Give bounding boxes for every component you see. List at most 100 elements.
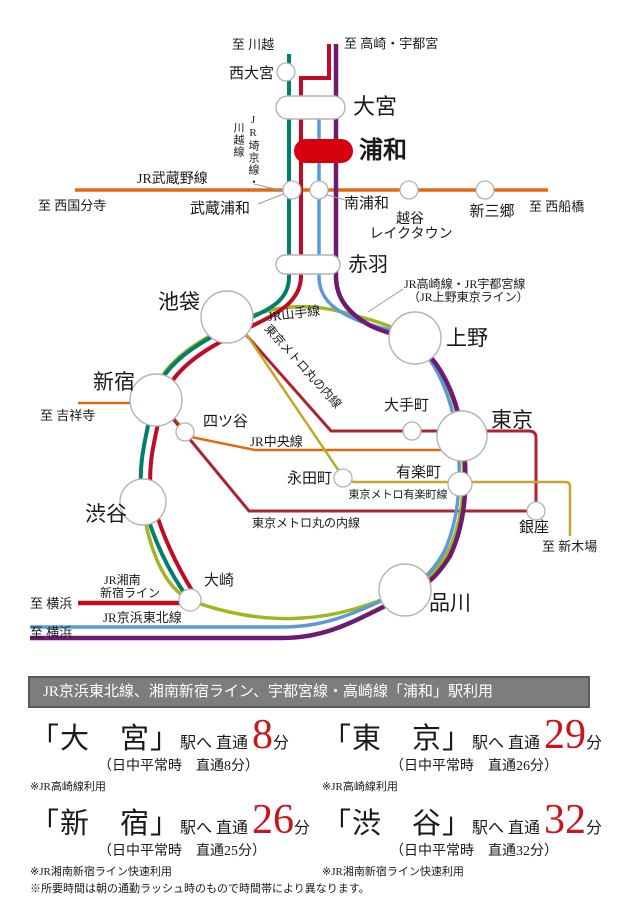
station-label-urawa: 浦和 (359, 136, 407, 164)
station-shin-misato-circle (475, 180, 495, 200)
station-nagatacho-circle (333, 468, 353, 488)
station-label-ginza: 銀座 (519, 519, 549, 536)
route-note: ※JR高崎線利用 (322, 781, 398, 793)
station-tokyo-circle (436, 410, 488, 462)
dir-kichijoji: 至 吉祥寺 (40, 408, 95, 423)
station-ikebukuro-circle (200, 290, 254, 344)
station-label-akabane: 赤羽 (348, 253, 388, 276)
station-omiya-box (275, 95, 346, 120)
route-minutes: 26 (252, 797, 295, 843)
leader-takasaki-label (367, 288, 404, 313)
dir-nishi-funabashi: 至 西船橋 (529, 199, 584, 214)
route-direct-label: 直通 (508, 735, 541, 752)
station-label-koshigaya-1: 越谷 (396, 211, 424, 227)
station-osaki-circle (178, 588, 202, 612)
station-yotsuya-circle (175, 422, 195, 442)
label-musashino-line: JR武蔵野線 (137, 171, 208, 187)
label-keihin-line: JR京浜東北線 (103, 610, 182, 625)
route-station-name: 「新 宿」 (30, 808, 181, 840)
route-minutes: 8 (252, 712, 274, 758)
dir-nishi-kokubunji: 至 西国分寺 (38, 198, 106, 213)
route-station-name: 「大 宮」 (30, 723, 181, 755)
station-label-yurakucho: 有楽町 (396, 464, 441, 481)
route-direct-label: 直通 (508, 820, 541, 837)
access-header-text: JR京浜東北線、湘南新宿ライン、宇都宮線・高崎線「浦和」駅利用 (43, 684, 493, 700)
dir-takasaki-utsunomiya: 至 高崎・宇都宮 (344, 36, 438, 51)
label-takasaki-line-1: JR高崎線・JR宇都宮線 (404, 276, 525, 291)
station-label-otemachi: 大手町 (384, 397, 429, 414)
route-omiya: 「大 宮」駅へ 直通 8分 （日中平常時 直通8分） ※JR高崎線利用 (30, 714, 315, 794)
station-shibuya-circle (119, 478, 167, 526)
station-ginza-circle (526, 501, 546, 521)
label-takasaki-line-2: （JR上野東京ライン） (408, 290, 529, 304)
route-to-label: 駅へ (472, 735, 505, 752)
station-urawa-box (294, 139, 353, 163)
label-yurakucho-line: 東京メトロ有楽町線 (349, 487, 448, 501)
station-label-osaki: 大崎 (204, 572, 234, 589)
footer-disclaimer: ※所要時間は朝の通勤ラッシュ時のもので時間帯により異なります。 (30, 883, 370, 895)
route-minutes: 29 (544, 712, 587, 758)
station-label-shinagawa: 品川 (429, 591, 471, 615)
shonan-shinjuku-line-north (299, 44, 331, 97)
station-nishi-omiya-circle (276, 62, 296, 82)
station-akabane-box (275, 254, 341, 275)
station-label-nishi-omiya: 西大宮 (229, 65, 274, 82)
label-marunouchi-bottom: 東京メトロ丸の内線 (252, 515, 360, 530)
station-label-yotsuya: 四ツ谷 (203, 413, 248, 430)
route-note: ※JR高崎線利用 (30, 781, 106, 793)
station-koshigaya-laketown-circle (399, 180, 419, 200)
label-shonan-1: JR湘南 (104, 572, 141, 587)
station-label-omiya: 大宮 (353, 94, 397, 119)
dir-yokohama-2: 至 横浜 (30, 625, 72, 640)
route-direct-label: 直通 (216, 735, 249, 752)
route-normal-time: （日中平常時 直通25分） (98, 844, 266, 859)
route-tokyo: 「東 京」駅へ 直通 29分 （日中平常時 直通26分） ※JR高崎線利用 (322, 714, 607, 794)
station-label-shibuya: 渋谷 (85, 502, 127, 526)
route-minutes-unit: 分 (586, 820, 603, 837)
station-minami-urawa-circle (309, 180, 329, 200)
route-note: ※JR湘南新宿ライン快速利用 (30, 866, 172, 878)
dir-shin-kiba: 至 新木場 (542, 539, 597, 554)
station-musashi-urawa-circle (282, 180, 302, 200)
dir-kawagoe: 至 川越 (232, 37, 274, 52)
route-map-svg: 至 川越 至 高崎・宇都宮 至 西国分寺 至 西船橋 至 吉祥寺 至 横浜 至 … (30, 36, 597, 641)
station-ueno-circle (388, 311, 442, 365)
station-label-shinjuku: 新宿 (93, 370, 135, 394)
route-to-label: 駅へ (180, 820, 213, 837)
station-otemachi-circle (402, 421, 422, 441)
station-yurakucho-circle (447, 471, 473, 497)
route-to-label: 駅へ (472, 820, 505, 837)
route-normal-time: （日中平常時 直通26分） (390, 759, 558, 774)
route-normal-time: （日中平常時 直通8分） (98, 759, 259, 774)
route-direct-label: 直通 (216, 820, 249, 837)
label-chuo-line: JR中央線 (250, 434, 303, 449)
route-shibuya: 「渋 谷」駅へ 直通 32分 （日中平常時 直通32分） ※JR湘南新宿ライン快… (322, 799, 607, 879)
station-shinagawa-circle (378, 563, 432, 617)
station-label-shin-misato: 新三郷 (469, 203, 514, 220)
label-yamanote-line: JR山手線 (267, 303, 321, 324)
route-shinjuku: 「新 宿」駅へ 直通 26分 （日中平常時 直通25分） ※JR湘南新宿ライン快… (30, 799, 315, 879)
label-kawagoe-line-vertical: 川越線 (232, 122, 244, 158)
route-note: ※JR湘南新宿ライン快速利用 (322, 866, 464, 878)
station-label-ikebukuro: 池袋 (158, 290, 200, 314)
dir-yokohama-1: 至 横浜 (30, 596, 72, 611)
route-minutes: 32 (544, 797, 587, 843)
station-label-koshigaya-2: レイクタウン (369, 226, 452, 242)
station-shinjuku-circle (129, 373, 183, 427)
route-to-label: 駅へ (180, 735, 213, 752)
route-normal-time: （日中平常時 直通32分） (390, 844, 558, 859)
label-shonan-2: 新宿ライン (100, 585, 160, 600)
route-minutes-unit: 分 (273, 735, 290, 752)
route-minutes-unit: 分 (294, 820, 311, 837)
station-label-nagatacho: 永田町 (287, 470, 332, 487)
access-header-bar: JR京浜東北線、湘南新宿ライン、宇都宮線・高崎線「浦和」駅利用 (28, 676, 590, 708)
leader-musashi-urawa (257, 192, 287, 205)
station-label-tokyo: 東京 (491, 408, 533, 432)
station-label-minami-urawa: 南浦和 (344, 195, 389, 212)
leader-minami-urawa (323, 193, 346, 201)
leader-saikyo-label (253, 183, 285, 192)
route-station-name: 「東 京」 (322, 723, 473, 755)
label-saikyo-line-vertical: JR埼京線・ (247, 114, 259, 188)
station-label-ueno: 上野 (446, 326, 488, 350)
